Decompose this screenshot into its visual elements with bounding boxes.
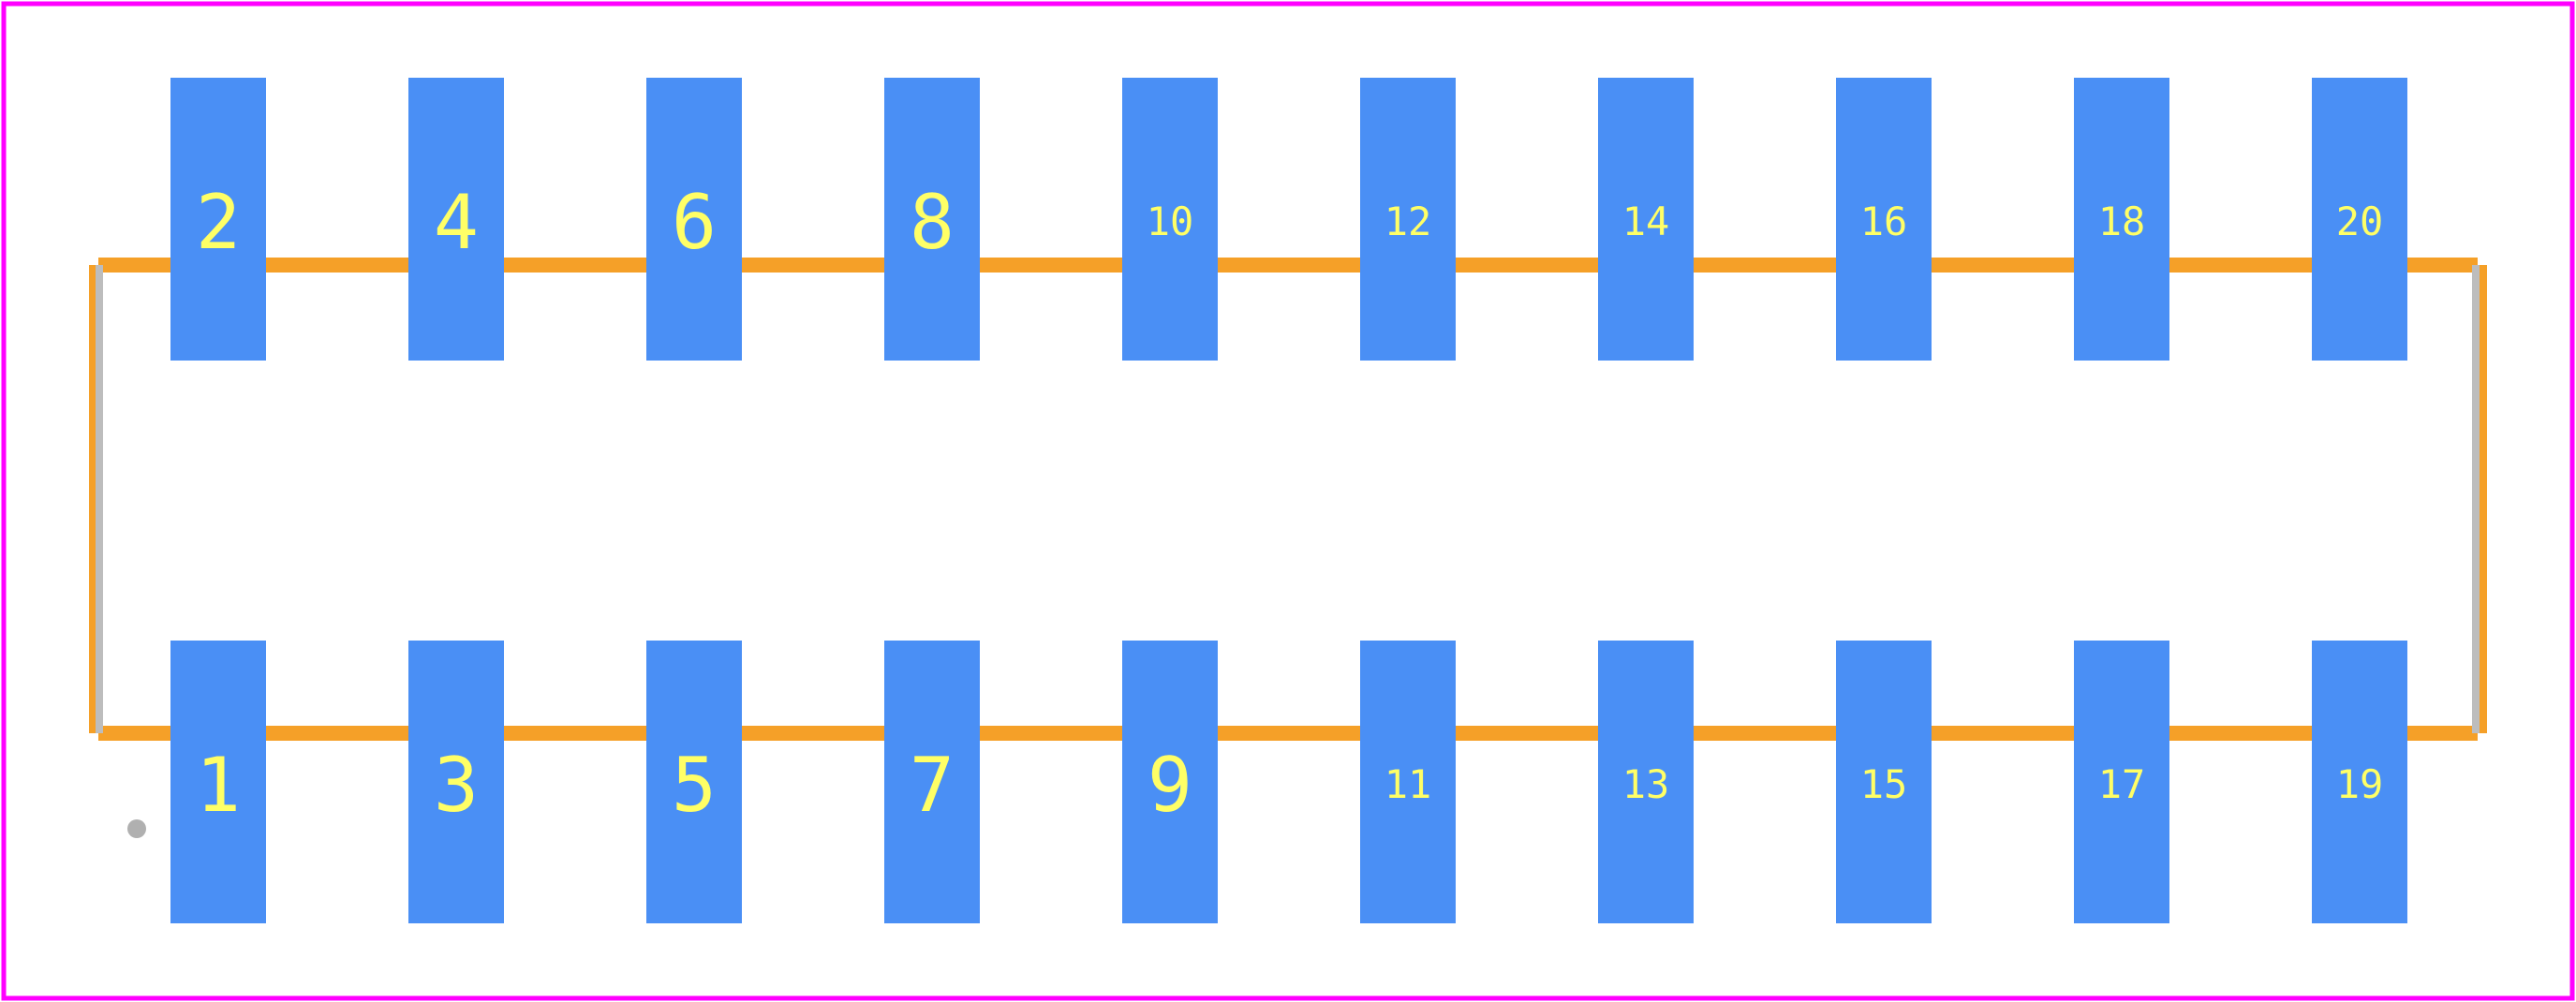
- pad-3: [408, 641, 504, 923]
- pad-12: [1360, 78, 1456, 361]
- pad-label-4: 4: [434, 179, 479, 266]
- pad-label-5: 5: [672, 742, 717, 829]
- pad-19: [2312, 641, 2407, 923]
- pad-17: [2074, 641, 2169, 923]
- pad-label-2: 2: [196, 179, 241, 266]
- pad-14: [1598, 78, 1694, 361]
- pad-label-9: 9: [1147, 742, 1192, 829]
- silkscreen-left-edge: [89, 265, 98, 733]
- pad-label-14: 14: [1622, 199, 1670, 244]
- silkscreen-right-edge: [2478, 265, 2487, 733]
- pad-13: [1598, 641, 1694, 923]
- pad-4: [408, 78, 504, 361]
- pin1-marker: [127, 819, 146, 838]
- pad-label-16: 16: [1860, 199, 1908, 244]
- assembly-left-edge: [96, 265, 103, 733]
- pad-20: [2312, 78, 2407, 361]
- pad-5: [646, 641, 742, 923]
- pad-7: [884, 641, 980, 923]
- pad-label-13: 13: [1622, 761, 1670, 807]
- assembly-outline: [96, 265, 2480, 733]
- pad-label-10: 10: [1147, 199, 1194, 244]
- pad-label-1: 1: [196, 742, 241, 829]
- pad-label-3: 3: [434, 742, 479, 829]
- pad-6: [646, 78, 742, 361]
- pad-label-17: 17: [2098, 761, 2146, 807]
- pad-label-12: 12: [1384, 199, 1432, 244]
- pad-2: [170, 78, 266, 361]
- pad-8: [884, 78, 980, 361]
- assembly-right-edge: [2472, 265, 2480, 733]
- pad-row-top: 2 4 6 8 10 12 14 16 18 20: [170, 78, 2407, 361]
- pad-18: [2074, 78, 2169, 361]
- pad-label-6: 6: [672, 179, 717, 266]
- pad-16: [1836, 78, 1932, 361]
- pad-label-18: 18: [2098, 199, 2146, 244]
- pad-11: [1360, 641, 1456, 923]
- pad-1: [170, 641, 266, 923]
- pad-10: [1122, 78, 1218, 361]
- pad-label-19: 19: [2336, 761, 2384, 807]
- pad-label-15: 15: [1860, 761, 1908, 807]
- pad-label-7: 7: [910, 742, 955, 829]
- pad-9: [1122, 641, 1218, 923]
- pad-15: [1836, 641, 1932, 923]
- pad-label-8: 8: [910, 179, 955, 266]
- pad-label-11: 11: [1384, 761, 1432, 807]
- pad-label-20: 20: [2336, 199, 2384, 244]
